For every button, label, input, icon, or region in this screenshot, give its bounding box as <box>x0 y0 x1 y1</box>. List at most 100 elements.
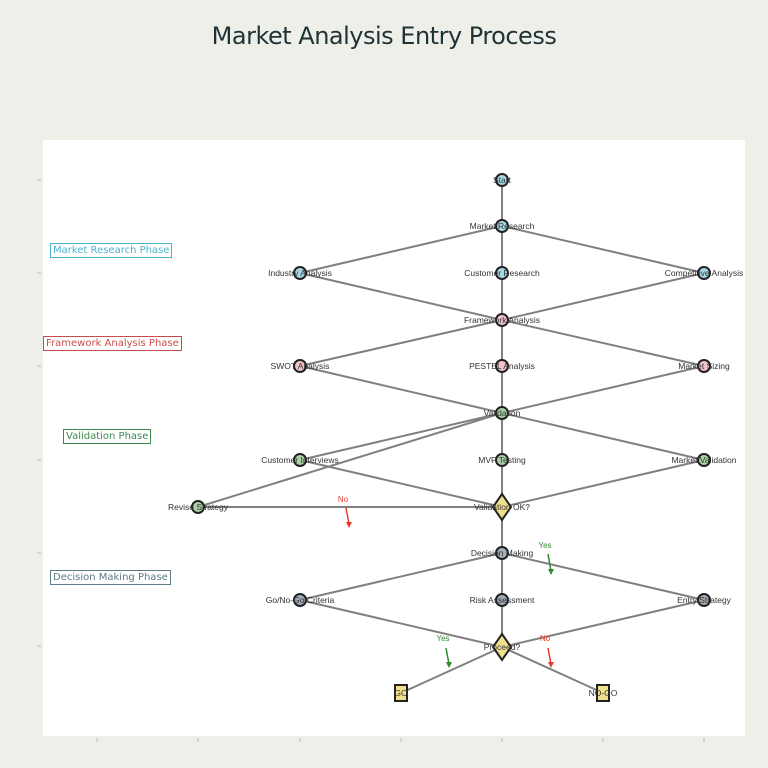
node-mr[interactable]: Market Research <box>470 219 535 233</box>
node-ia[interactable]: Industry Analysis <box>268 266 332 280</box>
node-label: Proceed? <box>484 642 521 652</box>
node-ms[interactable]: Market Sizing <box>678 359 730 373</box>
edge-fa-swot <box>299 319 503 367</box>
node-fa[interactable]: Framework Analysis <box>464 313 540 327</box>
arrow-icon <box>345 507 350 525</box>
edge-ci-vok <box>299 459 503 508</box>
node-label: Go/No-Go Criteria <box>266 595 335 605</box>
terminal-square <box>596 684 610 702</box>
node-label: Risk Assessment <box>470 595 535 605</box>
node-circle <box>293 266 307 280</box>
edge-label: No <box>338 495 349 504</box>
edge-dm-gnc <box>299 552 503 601</box>
edge-ia-fa <box>299 272 503 321</box>
node-label: Validation OK? <box>474 502 530 512</box>
node-label: Revise Strategy <box>168 502 229 512</box>
node-start[interactable]: Start <box>493 173 512 187</box>
node-vok[interactable]: Validation OK? <box>474 492 530 522</box>
node-label: Market Sizing <box>678 361 730 371</box>
node-circle <box>697 266 711 280</box>
edge-mv-vok <box>501 459 705 508</box>
edge-proc-nogo <box>501 646 604 694</box>
edge-label: No <box>540 634 551 643</box>
node-label: PESTEL Analysis <box>469 361 535 371</box>
node-label: NO-GO <box>589 688 618 698</box>
arrowhead-icon <box>446 662 452 668</box>
node-label: Start <box>493 175 512 185</box>
phase-label: Market Research Phase <box>50 243 173 258</box>
arrowhead-icon <box>346 522 352 528</box>
arrow-icon <box>547 647 552 665</box>
node-dm[interactable]: Decision Making <box>471 546 534 560</box>
phase-label: Framework Analysis Phase <box>43 336 182 351</box>
node-circle <box>293 593 307 607</box>
edge-val-rs <box>197 412 503 508</box>
edge-val-mv <box>501 412 705 461</box>
node-mvp[interactable]: MVP Testing <box>478 453 526 467</box>
node-label: MVP Testing <box>478 455 526 465</box>
node-pestel[interactable]: PESTEL Analysis <box>469 359 535 373</box>
node-circle <box>495 359 509 373</box>
node-val[interactable]: Validation <box>484 406 521 420</box>
arrow-icon <box>547 553 552 572</box>
node-circle <box>495 173 509 187</box>
node-label: Entry Strategy <box>677 595 732 605</box>
edge-mr-ca <box>501 225 705 274</box>
node-label: Market Research <box>470 221 535 231</box>
terminal-square <box>394 684 408 702</box>
node-circle <box>697 359 711 373</box>
node-label: Framework Analysis <box>464 315 540 325</box>
edge-label: Yes <box>538 541 551 550</box>
node-circle <box>191 500 205 514</box>
node-circle <box>495 266 509 280</box>
edge-label: Yes <box>436 634 449 643</box>
edge-ms-val <box>501 365 705 414</box>
node-circle <box>495 406 509 420</box>
node-label: Competitive Analysis <box>665 268 743 278</box>
node-swot[interactable]: SWOT Analysis <box>271 359 330 373</box>
node-label: Customer Interviews <box>261 455 338 465</box>
edge-fa-ms <box>501 319 705 367</box>
node-label: SWOT Analysis <box>271 361 330 371</box>
phase-label: Decision Making Phase <box>50 570 171 585</box>
edge-mr-ia <box>299 225 503 274</box>
node-circle <box>293 359 307 373</box>
node-label: Validation <box>484 408 521 418</box>
edge-es-proc <box>501 599 705 648</box>
node-circle <box>495 593 509 607</box>
arrowhead-icon <box>548 569 554 575</box>
node-ca[interactable]: Competitive Analysis <box>665 266 743 280</box>
edge-proc-go <box>400 646 503 694</box>
chart-title: Market Analysis Entry Process <box>211 22 557 50</box>
node-label: GO <box>394 688 408 698</box>
node-label: Decision Making <box>471 548 534 558</box>
node-circle <box>495 546 509 560</box>
phase-label: Validation Phase <box>63 429 152 444</box>
node-circle <box>293 453 307 467</box>
decision-diamond <box>491 492 513 522</box>
node-go[interactable]: GO <box>394 684 408 702</box>
node-circle <box>495 453 509 467</box>
node-ci[interactable]: Customer Interviews <box>261 453 339 467</box>
edge-gnc-proc <box>299 599 503 648</box>
node-gnc[interactable]: Go/No-Go Criteria <box>266 593 335 607</box>
edge-ca-fa <box>501 272 705 321</box>
edge-val-ci <box>299 412 503 461</box>
node-circle <box>495 313 509 327</box>
node-rs[interactable]: Revise Strategy <box>168 500 229 514</box>
node-es[interactable]: Entry Strategy <box>677 593 732 607</box>
node-circle <box>697 453 711 467</box>
node-nogo[interactable]: NO-GO <box>589 684 618 702</box>
node-proc[interactable]: Proceed? <box>484 632 521 662</box>
edge-dm-es <box>501 552 705 601</box>
arrowhead-icon <box>548 662 554 668</box>
node-label: Customer Research <box>464 268 540 278</box>
node-circle <box>495 219 509 233</box>
edge-swot-val <box>299 365 503 414</box>
node-label: Market Validation <box>671 455 736 465</box>
node-cr[interactable]: Customer Research <box>464 266 540 280</box>
decision-diamond <box>491 632 513 662</box>
node-ra[interactable]: Risk Assessment <box>470 593 535 607</box>
node-mv[interactable]: Market Validation <box>671 453 737 467</box>
